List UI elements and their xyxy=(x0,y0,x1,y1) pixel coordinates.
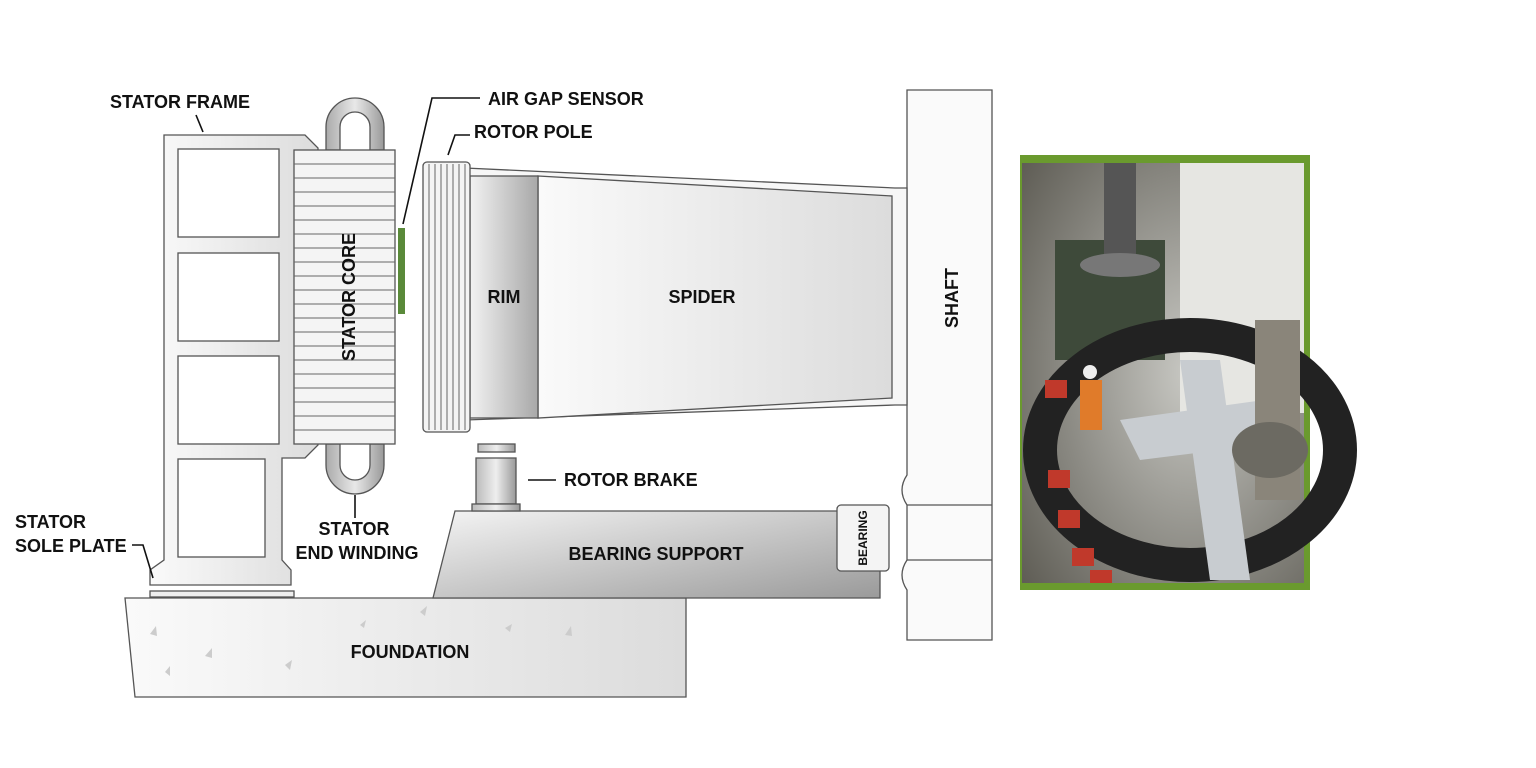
label-stator-end-winding-1: STATOR xyxy=(319,519,390,539)
stator-end-winding: STATOR END WINDING xyxy=(296,97,419,563)
label-stator-frame: STATOR FRAME xyxy=(110,92,250,112)
rotor-brake: ROTOR BRAKE xyxy=(471,443,698,512)
label-stator-sole-plate-1: STATOR xyxy=(15,512,86,532)
bearing-support: BEARING SUPPORT xyxy=(432,510,881,599)
stator-core: STATOR CORE xyxy=(293,149,396,445)
stator-frame: STATOR FRAME xyxy=(110,92,319,586)
rim: RIM xyxy=(469,175,539,419)
label-air-gap-sensor: AIR GAP SENSOR xyxy=(488,89,644,109)
label-rotor-brake: ROTOR BRAKE xyxy=(564,470,698,490)
foundation: FOUNDATION xyxy=(124,597,687,698)
air-gap-sensor: AIR GAP SENSOR xyxy=(398,89,644,314)
label-shaft: SHAFT xyxy=(942,268,962,328)
label-bearing: BEARING xyxy=(856,510,870,565)
label-foundation: FOUNDATION xyxy=(351,642,470,662)
stator-sole-plate: STATOR SOLE PLATE xyxy=(15,512,295,598)
label-bearing-support: BEARING SUPPORT xyxy=(568,544,743,564)
label-stator-end-winding-2: END WINDING xyxy=(296,543,419,563)
label-spider: SPIDER xyxy=(668,287,735,307)
spider: SPIDER xyxy=(464,167,908,421)
label-stator-core: STATOR CORE xyxy=(339,233,359,361)
generator-photo xyxy=(1020,155,1357,590)
label-stator-sole-plate-2: SOLE PLATE xyxy=(15,536,127,556)
label-rotor-pole: ROTOR POLE xyxy=(474,122,593,142)
shaft: SHAFT xyxy=(901,89,993,641)
label-rim: RIM xyxy=(488,287,521,307)
bearing: BEARING xyxy=(836,504,890,572)
rotor-pole: ROTOR POLE xyxy=(422,122,593,433)
